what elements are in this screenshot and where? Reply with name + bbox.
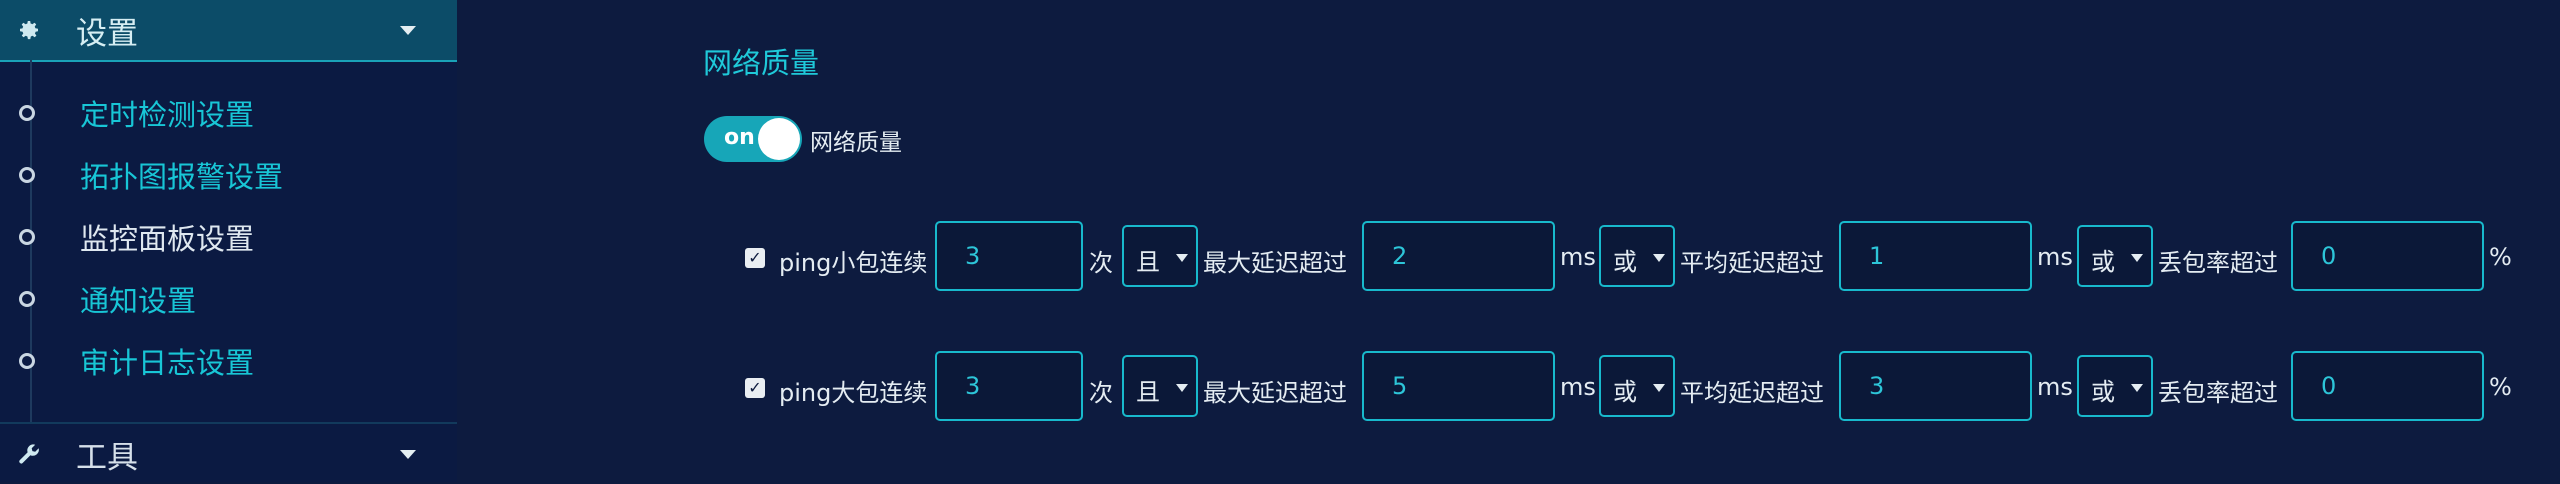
sidebar-item-label: 通知设置 <box>80 284 197 318</box>
max-delay-label: 最大延迟超过 <box>1203 249 1347 277</box>
select-value: 或 <box>1613 248 1637 276</box>
chevron-down-icon <box>400 449 416 459</box>
caret-down-icon <box>2131 254 2143 262</box>
toggle-label: 网络质量 <box>810 130 902 156</box>
caret-down-icon <box>1653 254 1665 262</box>
logic-select-1[interactable]: 且 <box>1122 355 1198 417</box>
percent-unit: % <box>2489 243 2512 271</box>
menu-tools-label: 工具 <box>76 439 138 476</box>
ms-unit: ms <box>2037 373 2073 401</box>
packet-loss-label: 丢包率超过 <box>2158 379 2278 407</box>
packet-loss-input[interactable]: 0 <box>2291 351 2484 421</box>
caret-down-icon <box>1176 384 1188 392</box>
gear-icon <box>16 17 42 43</box>
ping-large-checkbox[interactable]: ✓ <box>745 378 765 398</box>
select-value: 且 <box>1136 378 1160 406</box>
logic-select-2[interactable]: 或 <box>1599 355 1675 417</box>
ping-large-count-input[interactable]: 3 <box>935 351 1083 421</box>
times-unit: 次 <box>1089 249 1113 277</box>
sidebar-item-monitor-panel[interactable]: 监控面板设置 <box>0 210 457 264</box>
menu-settings[interactable]: 设置 <box>0 0 457 62</box>
max-delay-input[interactable]: 5 <box>1362 351 1555 421</box>
menu-tools[interactable]: 工具 <box>0 422 457 484</box>
logic-select-2[interactable]: 或 <box>1599 225 1675 287</box>
select-value: 或 <box>1613 378 1637 406</box>
max-delay-label: 最大延迟超过 <box>1203 379 1347 407</box>
ping-large-row: ✓ ping大包连续 3 次 且 最大延迟超过 5 ms 或 平均延迟超过 3 … <box>457 351 2560 425</box>
main-panel: 网络质量 on 网络质量 ✓ ping小包连续 3 次 且 最大延迟超过 2 m… <box>457 0 2560 482</box>
ms-unit: ms <box>2037 243 2073 271</box>
caret-down-icon <box>2131 384 2143 392</box>
sidebar: 设置 定时检测设置 拓扑图报警设置 监控面板设置 通知设置 审计日志设置 工具 <box>0 0 457 482</box>
ping-small-count-input[interactable]: 3 <box>935 221 1083 291</box>
menu-settings-label: 设置 <box>76 15 138 52</box>
ping-small-checkbox[interactable]: ✓ <box>745 248 765 268</box>
sidebar-item-label: 定时检测设置 <box>80 98 255 132</box>
ping-small-label: ping小包连续 <box>779 249 928 277</box>
ms-unit: ms <box>1560 243 1596 271</box>
max-delay-input[interactable]: 2 <box>1362 221 1555 291</box>
ping-small-row: ✓ ping小包连续 3 次 且 最大延迟超过 2 ms 或 平均延迟超过 1 … <box>457 221 2560 295</box>
bullet-icon <box>19 353 35 369</box>
caret-down-icon <box>1176 254 1188 262</box>
network-quality-toggle[interactable]: on <box>704 116 802 162</box>
chevron-down-icon <box>400 25 416 35</box>
select-value: 且 <box>1136 248 1160 276</box>
select-value: 或 <box>2091 248 2115 276</box>
avg-delay-input[interactable]: 1 <box>1839 221 2032 291</box>
avg-delay-input[interactable]: 3 <box>1839 351 2032 421</box>
avg-delay-label: 平均延迟超过 <box>1680 379 1824 407</box>
toggle-state-text: on <box>724 125 755 150</box>
sidebar-item-topology-alarm[interactable]: 拓扑图报警设置 <box>0 148 457 202</box>
bullet-icon <box>19 167 35 183</box>
caret-down-icon <box>1653 384 1665 392</box>
toggle-knob <box>758 118 800 160</box>
ms-unit: ms <box>1560 373 1596 401</box>
section-title: 网络质量 <box>703 46 820 80</box>
sidebar-item-label: 监控面板设置 <box>80 222 255 256</box>
ping-large-label: ping大包连续 <box>779 379 928 407</box>
packet-loss-input[interactable]: 0 <box>2291 221 2484 291</box>
logic-select-1[interactable]: 且 <box>1122 225 1198 287</box>
logic-select-3[interactable]: 或 <box>2077 225 2153 287</box>
sidebar-item-audit-log[interactable]: 审计日志设置 <box>0 334 457 388</box>
bullet-icon <box>19 105 35 121</box>
sidebar-item-label: 拓扑图报警设置 <box>80 160 284 194</box>
packet-loss-label: 丢包率超过 <box>2158 249 2278 277</box>
bullet-icon <box>19 229 35 245</box>
sidebar-item-notification[interactable]: 通知设置 <box>0 272 457 326</box>
sidebar-item-scheduled-check[interactable]: 定时检测设置 <box>0 86 457 140</box>
percent-unit: % <box>2489 373 2512 401</box>
sidebar-item-label: 审计日志设置 <box>80 346 255 380</box>
select-value: 或 <box>2091 378 2115 406</box>
bullet-icon <box>19 291 35 307</box>
avg-delay-label: 平均延迟超过 <box>1680 249 1824 277</box>
times-unit: 次 <box>1089 379 1113 407</box>
logic-select-3[interactable]: 或 <box>2077 355 2153 417</box>
wrench-icon <box>16 441 42 467</box>
